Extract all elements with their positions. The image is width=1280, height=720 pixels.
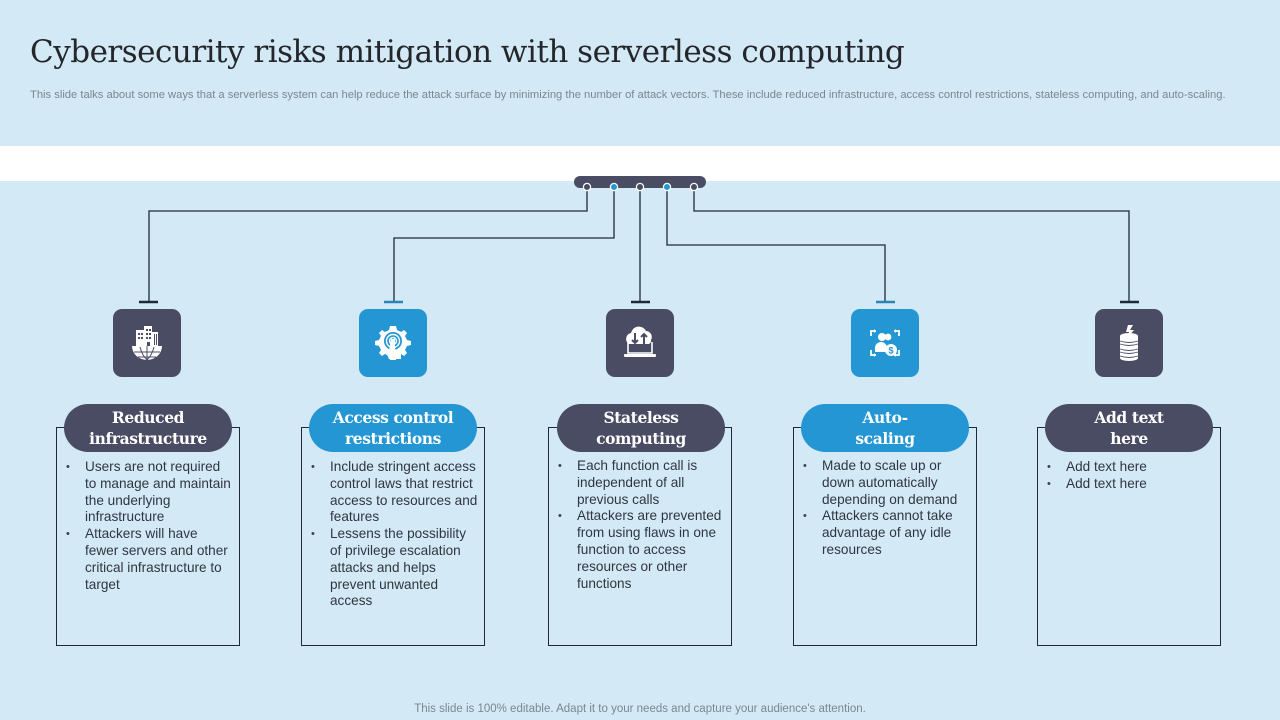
slide-footer: This slide is 100% editable. Adapt it to… <box>414 703 866 715</box>
auto-scaling-bullets: Made to scale up or down automatically d… <box>801 458 971 559</box>
list-item: Attackers will have fewer servers and ot… <box>64 526 234 593</box>
connector-hub <box>574 176 706 188</box>
slide-subtitle: This slide talks about some ways that a … <box>30 89 1226 101</box>
buildings-globe-icon <box>132 326 162 361</box>
slide-title: Cybersecurity risks mitigation with serv… <box>30 34 905 70</box>
list-item: Attackers cannot take advantage of any i… <box>801 508 971 558</box>
list-item: Lessens the possibility of privilege esc… <box>309 526 479 610</box>
reduced-infrastructure-heading: Reduced infrastructure <box>64 404 232 452</box>
list-item: Add text here <box>1045 476 1215 493</box>
add-text-heading: Add text here <box>1045 404 1213 452</box>
stateless-computing-bullets: Each function call is independent of all… <box>556 458 726 592</box>
list-item: Add text here <box>1045 459 1215 476</box>
gear-touch-icon <box>375 326 411 360</box>
auto-scaling-heading: Auto-scaling <box>801 404 969 452</box>
access-control-tile <box>359 309 427 377</box>
reduced-infrastructure-tile <box>113 309 181 377</box>
cloud-laptop-transfer-icon <box>624 326 656 357</box>
list-item: Made to scale up or down automatically d… <box>801 458 971 508</box>
access-control-heading: Access control restrictions <box>309 404 477 452</box>
access-control-bullets: Include stringent access control laws th… <box>309 459 479 610</box>
header-band <box>0 146 1280 181</box>
connector-line-5 <box>693 188 1130 302</box>
stateless-computing-tile <box>606 309 674 377</box>
stateless-computing-heading: Stateless computing <box>557 404 725 452</box>
connector-line-1 <box>148 188 588 302</box>
list-item: Each function call is independent of all… <box>556 458 726 508</box>
database-lightning-icon <box>1119 325 1139 361</box>
list-item: Include stringent access control laws th… <box>309 459 479 526</box>
list-item: Users are not required to manage and mai… <box>64 459 234 526</box>
add-text-bullets: Add text here Add text here <box>1045 459 1215 493</box>
svg-text:$: $ <box>888 346 893 356</box>
add-text-tile <box>1095 309 1163 377</box>
reduced-infrastructure-bullets: Users are not required to manage and mai… <box>64 459 234 593</box>
connector-line-4 <box>666 188 886 302</box>
connector-line-2 <box>393 188 615 302</box>
auto-scaling-tile: $ <box>851 309 919 377</box>
list-item: Attackers are prevented from using flaws… <box>556 508 726 592</box>
user-scaling-dollar-icon: $ <box>870 329 900 357</box>
